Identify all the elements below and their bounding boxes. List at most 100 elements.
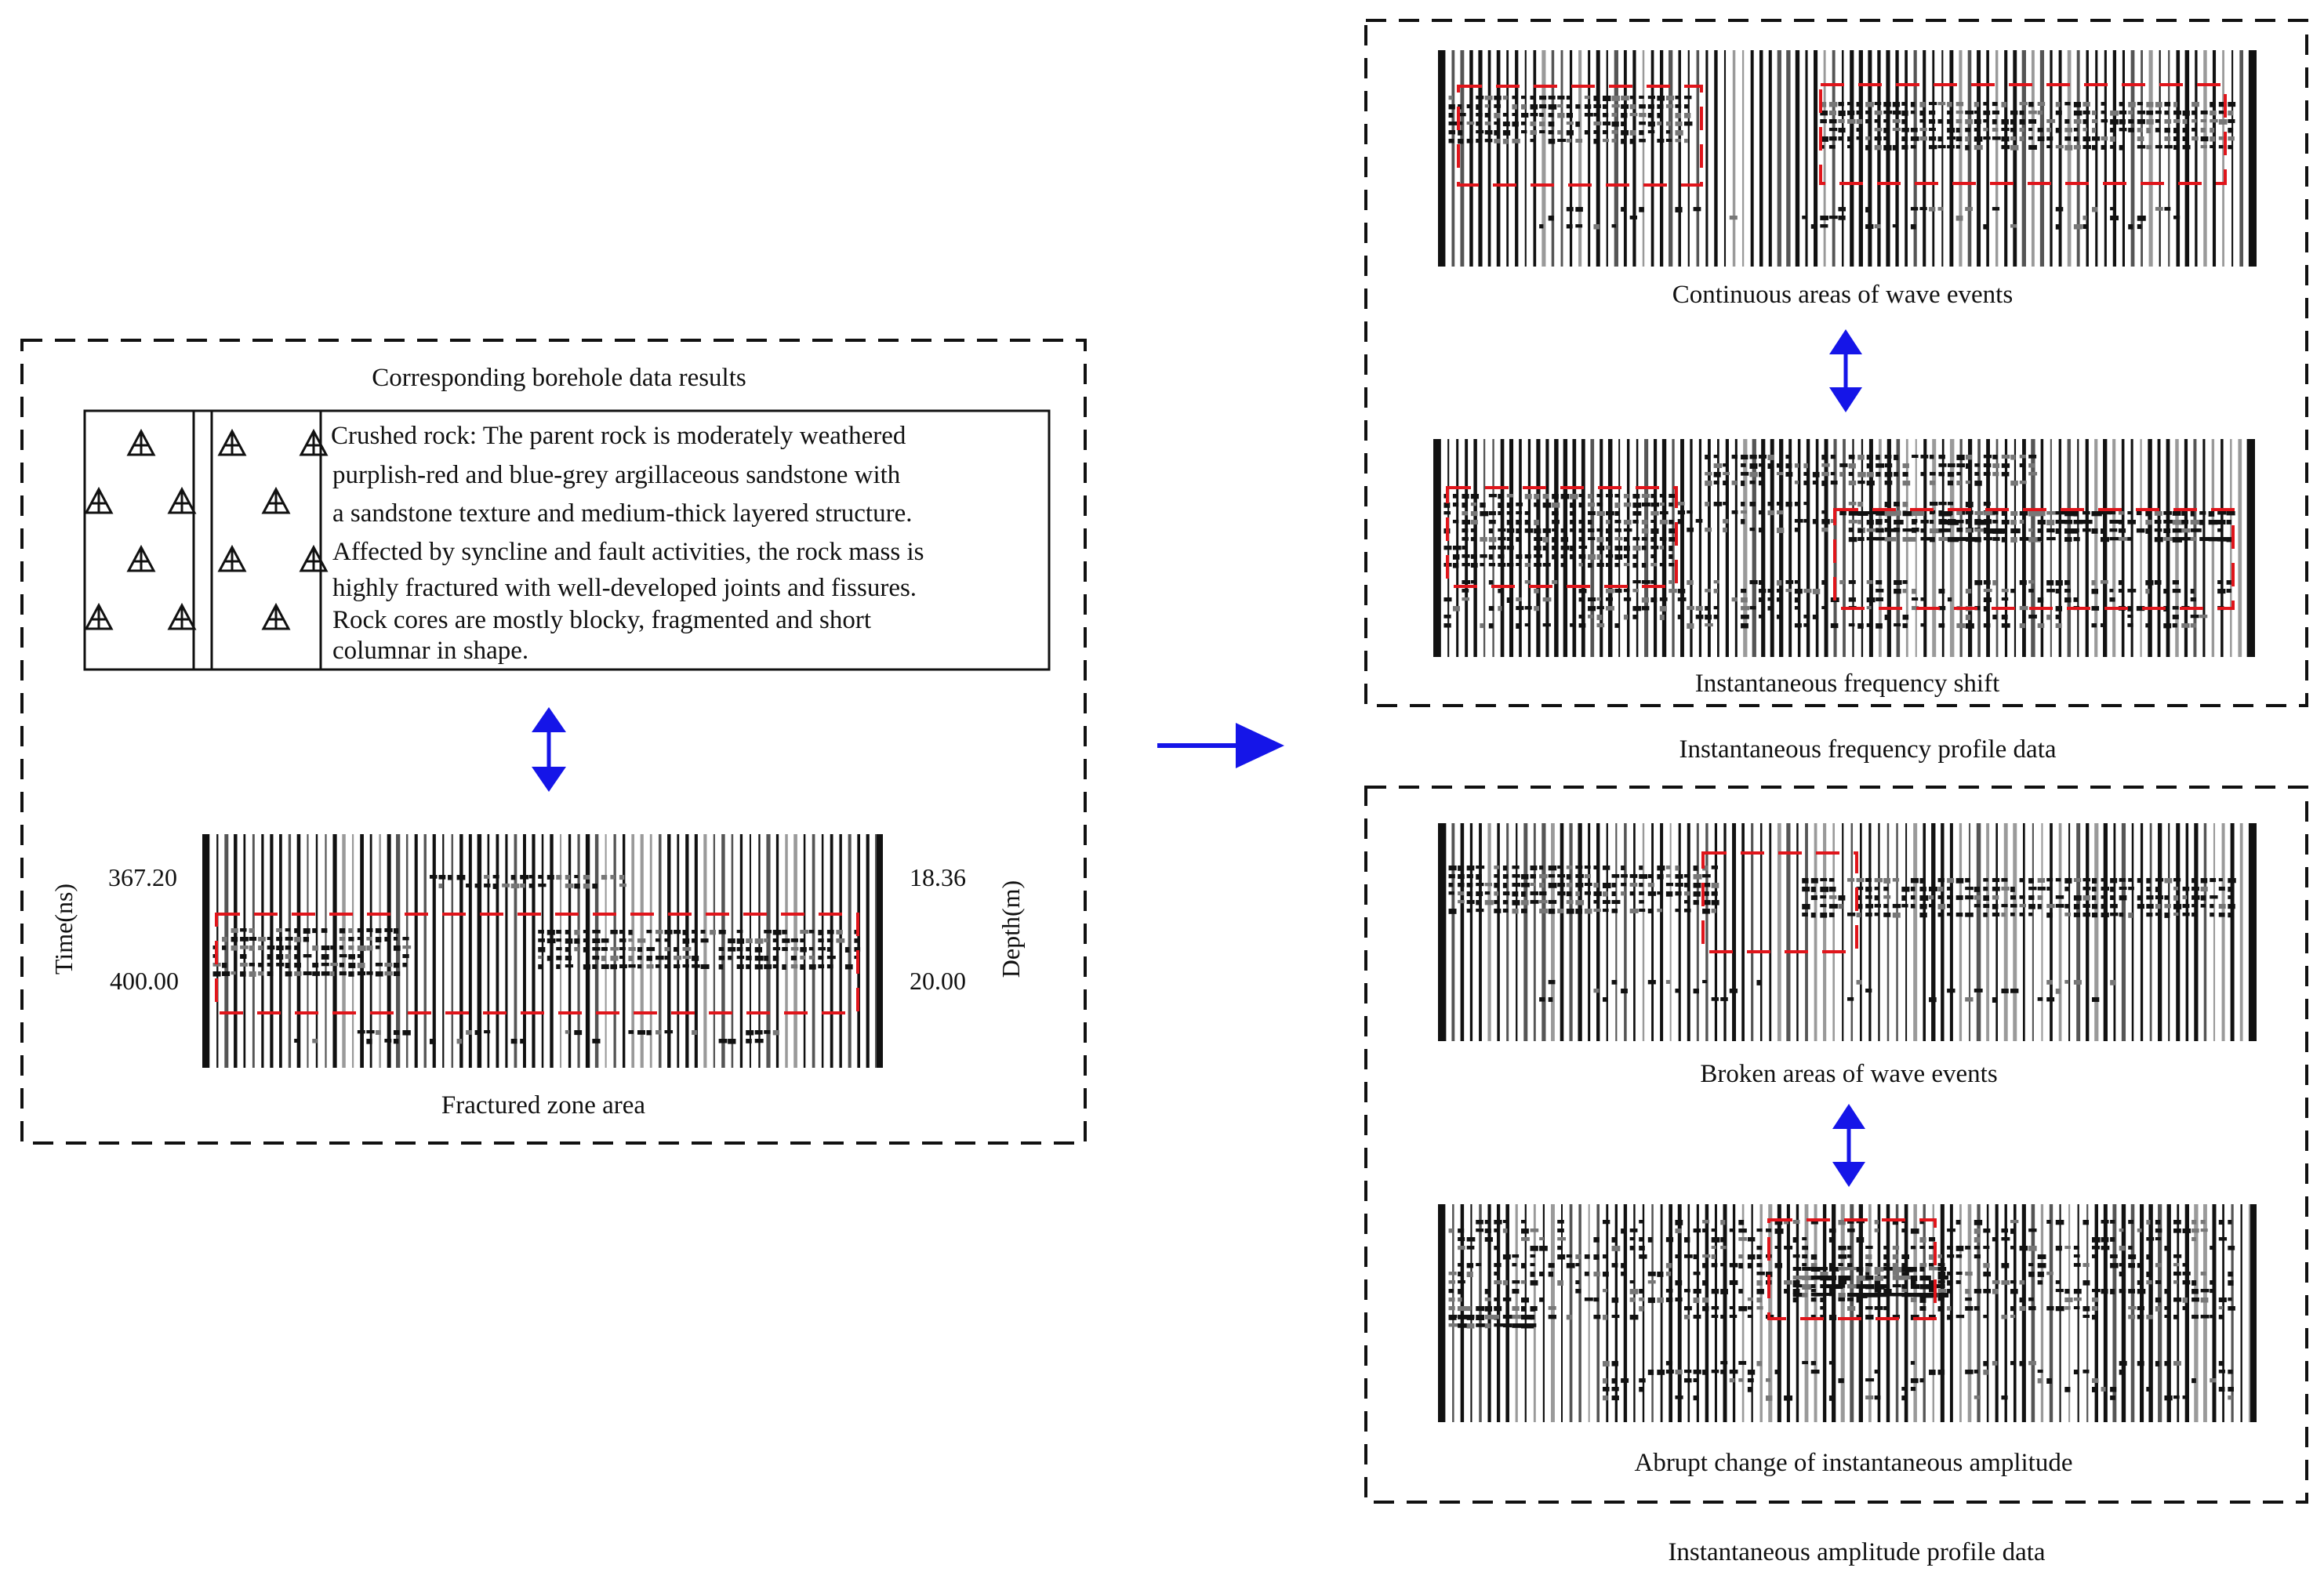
wavelet-mark bbox=[2155, 895, 2163, 900]
wavelet-mark bbox=[2092, 895, 2097, 901]
wavelet-mark bbox=[664, 1030, 674, 1034]
wavelet-mark bbox=[1448, 1315, 1458, 1319]
wavelet-mark bbox=[366, 937, 372, 941]
wavelet-mark bbox=[2028, 455, 2037, 459]
wavelet-mark bbox=[1603, 1220, 1610, 1225]
wavelet-mark bbox=[1705, 589, 1712, 593]
wavelet-mark bbox=[637, 964, 642, 969]
wavelet-mark bbox=[2146, 119, 2154, 125]
wavelet-mark bbox=[1937, 1280, 1945, 1284]
wavelet-mark bbox=[1741, 606, 1750, 611]
wavelet-mark bbox=[1955, 1220, 1961, 1225]
wavelet-mark bbox=[2119, 1246, 2126, 1251]
wavelet-mark bbox=[772, 964, 777, 969]
wavelet-mark bbox=[357, 937, 363, 941]
wavelet-mark bbox=[1566, 130, 1574, 136]
wavelet-mark bbox=[1705, 623, 1713, 627]
wavelet-mark bbox=[1669, 528, 1676, 534]
wavelet-mark bbox=[1785, 455, 1791, 459]
wavelet-mark bbox=[601, 964, 609, 970]
wavelet-mark bbox=[1623, 597, 1632, 601]
wavelet-mark bbox=[1462, 589, 1469, 593]
wavelet-mark bbox=[1901, 128, 1909, 132]
wavelet-mark bbox=[2118, 589, 2123, 593]
wavelet-mark bbox=[2155, 1229, 2162, 1233]
wavelet-mark bbox=[1506, 494, 1514, 498]
wavelet-mark bbox=[2019, 904, 2026, 908]
wavelet-mark bbox=[1524, 563, 1531, 568]
wavelet-mark bbox=[1983, 1272, 1991, 1277]
wavelet-mark bbox=[2191, 895, 2200, 900]
wavelet-mark bbox=[1983, 1361, 1988, 1366]
wavelet-mark bbox=[1820, 145, 1825, 149]
wavelet-mark bbox=[1665, 1237, 1674, 1243]
wavelet-mark bbox=[1641, 606, 1650, 611]
wavelet-mark bbox=[1874, 887, 1880, 891]
wavelet-mark bbox=[592, 956, 600, 960]
wavelet-mark bbox=[1494, 1315, 1499, 1319]
wavelet-mark bbox=[1802, 1254, 1808, 1259]
wavelet-mark bbox=[1912, 589, 1917, 594]
wavelet-mark bbox=[1641, 580, 1650, 584]
fractured-zone-caption: Fractured zone area bbox=[441, 1091, 646, 1120]
wavelet-mark bbox=[1711, 900, 1719, 906]
wavelet-mark bbox=[1641, 520, 1648, 524]
wavelet-mark bbox=[1929, 887, 1937, 891]
wavelet-mark bbox=[1705, 455, 1709, 459]
wavelet-mark bbox=[1705, 528, 1712, 532]
wavelet-mark bbox=[1665, 1297, 1673, 1302]
wavelet-mark bbox=[1665, 139, 1672, 143]
wavelet-mark bbox=[574, 938, 580, 944]
wavelet-mark bbox=[1956, 520, 1964, 524]
wavelet-mark bbox=[1947, 119, 1953, 125]
wavelet-mark bbox=[2110, 216, 2119, 221]
wavelet-mark bbox=[2028, 887, 2037, 891]
wavelet-mark bbox=[682, 964, 689, 968]
wavelet-mark bbox=[718, 1039, 728, 1043]
wavelet-mark bbox=[1552, 511, 1559, 516]
wavelet-mark bbox=[1856, 904, 1863, 909]
wavelet-mark bbox=[1856, 1284, 1866, 1289]
wavelet-mark bbox=[1575, 104, 1581, 109]
wavelet-mark bbox=[1488, 554, 1494, 560]
wavelet-mark bbox=[1502, 1220, 1509, 1224]
wavelet-mark bbox=[1947, 145, 1955, 149]
wavelet-mark bbox=[2172, 580, 2180, 585]
wavelet-mark bbox=[1919, 111, 1926, 116]
wavelet-mark bbox=[2155, 207, 2163, 211]
wavelet-mark bbox=[565, 938, 573, 944]
wavelet-mark bbox=[1494, 1306, 1502, 1312]
wavelet-mark bbox=[1838, 1293, 1846, 1298]
wavelet-mark bbox=[2001, 623, 2010, 628]
wavelet-mark bbox=[2119, 895, 2127, 901]
wavelet-mark bbox=[1803, 589, 1812, 593]
wavelet-mark bbox=[826, 930, 834, 935]
wavelet-mark bbox=[2046, 145, 2053, 149]
wavelet-mark bbox=[2164, 1395, 2173, 1401]
wavelet-mark bbox=[2190, 597, 2196, 602]
wavelet-mark bbox=[2191, 136, 2199, 141]
wavelet-mark bbox=[1802, 878, 1809, 884]
wavelet-mark bbox=[1530, 122, 1536, 126]
wavelet-mark bbox=[2217, 528, 2223, 532]
wavelet-mark bbox=[2010, 1220, 2019, 1224]
wavelet-mark bbox=[1937, 1370, 1945, 1375]
wavelet-mark bbox=[267, 945, 275, 950]
wavelet-mark bbox=[1614, 554, 1623, 560]
wavelet-mark bbox=[2028, 528, 2033, 532]
wavelet-mark bbox=[1566, 1263, 1575, 1268]
wavelet-mark bbox=[1502, 96, 1508, 100]
wavelet-mark bbox=[1865, 224, 1874, 229]
wavelet-mark bbox=[1530, 866, 1538, 871]
wavelet-mark bbox=[2019, 136, 2024, 142]
depth-tick-label: 20.00 bbox=[910, 967, 966, 995]
wavelet-mark bbox=[2064, 878, 2072, 884]
wavelet-mark bbox=[2110, 1254, 2118, 1258]
wavelet-mark bbox=[1838, 1276, 1851, 1281]
wavelet-mark bbox=[1866, 580, 1873, 584]
wavelet-mark bbox=[583, 884, 590, 889]
wavelet-mark bbox=[2019, 102, 2028, 106]
wavelet-mark bbox=[2055, 623, 2062, 629]
wavelet-mark bbox=[1458, 130, 1463, 136]
wavelet-mark bbox=[2128, 1254, 2137, 1260]
